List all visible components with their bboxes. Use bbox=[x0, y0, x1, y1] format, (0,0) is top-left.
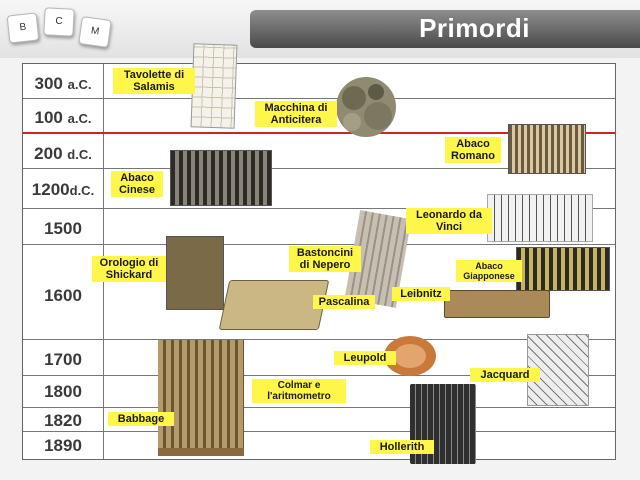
hollerith-machine-image bbox=[410, 384, 476, 464]
label-pascalina: Pascalina bbox=[313, 295, 375, 309]
row-divider bbox=[23, 431, 615, 432]
label-hollerith: Hollerith bbox=[370, 440, 434, 454]
label-colmar-aritmometro: Colmar e l'aritmometro bbox=[252, 379, 346, 403]
label-abaco-romano: Abaco Romano bbox=[445, 137, 501, 163]
label-orologio-di-shickard: Orologio di Shickard bbox=[92, 256, 166, 282]
year-1200dc: 1200d.C. bbox=[31, 180, 95, 199]
leupold-device-image bbox=[384, 336, 436, 376]
row-divider bbox=[23, 244, 615, 245]
label-abaco-giapponese: Abaco Giapponese bbox=[456, 260, 522, 282]
row-divider bbox=[23, 98, 615, 99]
row-divider bbox=[23, 168, 615, 169]
babbage-engine-image bbox=[158, 340, 244, 456]
label-babbage: Babbage bbox=[108, 412, 174, 426]
row-divider bbox=[23, 407, 615, 408]
row-divider bbox=[23, 375, 615, 376]
title-bar bbox=[250, 10, 640, 48]
year-1500: 1500 bbox=[44, 219, 82, 238]
chinese-abacus-image bbox=[170, 150, 272, 206]
salamis-tablet-image bbox=[190, 43, 238, 129]
label-jacquard: Jacquard bbox=[470, 368, 540, 382]
header: B C M Primordi bbox=[0, 0, 640, 58]
key-m: M bbox=[78, 16, 112, 48]
roman-abacus-image bbox=[508, 124, 586, 174]
label-leibnitz: Leibnitz bbox=[392, 287, 450, 301]
year-1800: 1800 bbox=[44, 382, 82, 401]
era-divider bbox=[23, 132, 615, 134]
row-divider bbox=[23, 339, 615, 340]
schickard-clock-image bbox=[166, 236, 224, 310]
japanese-abacus-image bbox=[516, 247, 610, 291]
year-1600: 1600 bbox=[44, 286, 82, 305]
row-divider bbox=[23, 208, 615, 209]
leibnitz-machine-image bbox=[444, 290, 550, 318]
year-1820: 1820 bbox=[44, 411, 82, 430]
year-100ac: 100 a.C. bbox=[34, 108, 92, 127]
year-1700: 1700 bbox=[44, 350, 82, 369]
year-1890: 1890 bbox=[44, 436, 82, 455]
year-300ac: 300 a.C. bbox=[34, 74, 92, 93]
year-200dc: 200 d.C. bbox=[34, 144, 92, 163]
label-bastoncini-di-nepero: Bastoncini di Nepero bbox=[289, 246, 361, 272]
label-macchina-di-anticitera: Macchina di Anticitera bbox=[255, 101, 337, 127]
label-tavolette-di-salamis: Tavolette di Salamis bbox=[113, 68, 195, 94]
label-abaco-cinese: Abaco Cinese bbox=[111, 171, 163, 197]
label-leupold: Leupold bbox=[334, 351, 396, 365]
leonardo-sketch-image bbox=[487, 194, 593, 242]
antikythera-image bbox=[336, 77, 396, 137]
page-title: Primordi bbox=[419, 13, 530, 43]
label-leonardo-da-vinci: Leonardo da Vinci bbox=[406, 208, 492, 234]
key-b: B bbox=[6, 12, 40, 44]
key-c: C bbox=[43, 7, 75, 37]
